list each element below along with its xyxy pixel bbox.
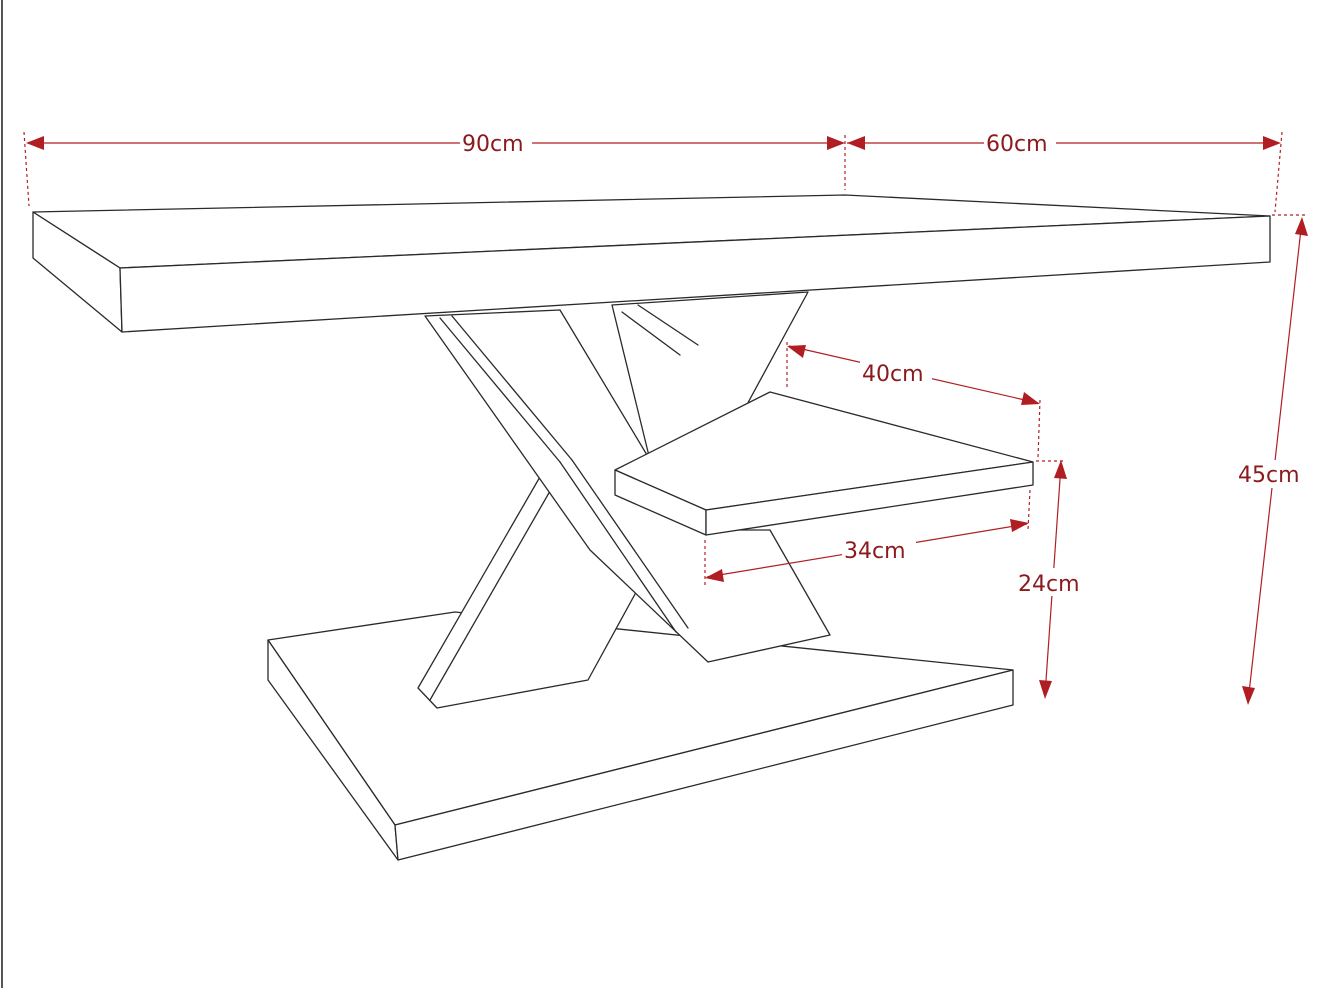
height-label: 45cm [1238,463,1300,488]
shelf-depth-label: 40cm [862,362,924,387]
middle-shelf [614,391,1034,536]
dimension-height: 45cm [1236,214,1310,705]
base-plate-side [394,669,1014,861]
dimension-shelf-depth: 40cm [786,342,1041,459]
table-top [32,194,1271,333]
dimension-length: 90cm [23,128,846,207]
shelf-height-label: 24cm [1018,572,1080,597]
dimension-width: 60cm [847,128,1283,213]
length-label: 90cm [462,132,524,157]
dimension-shelf-height: 24cm [1016,460,1090,699]
shelf-length-label: 34cm [844,539,906,564]
dimension-shelf-length: 34cm [704,489,1031,585]
shelf-side [705,461,1034,536]
width-label: 60cm [986,132,1048,157]
base-plate [267,611,1014,861]
tabletop-side [119,215,1271,333]
